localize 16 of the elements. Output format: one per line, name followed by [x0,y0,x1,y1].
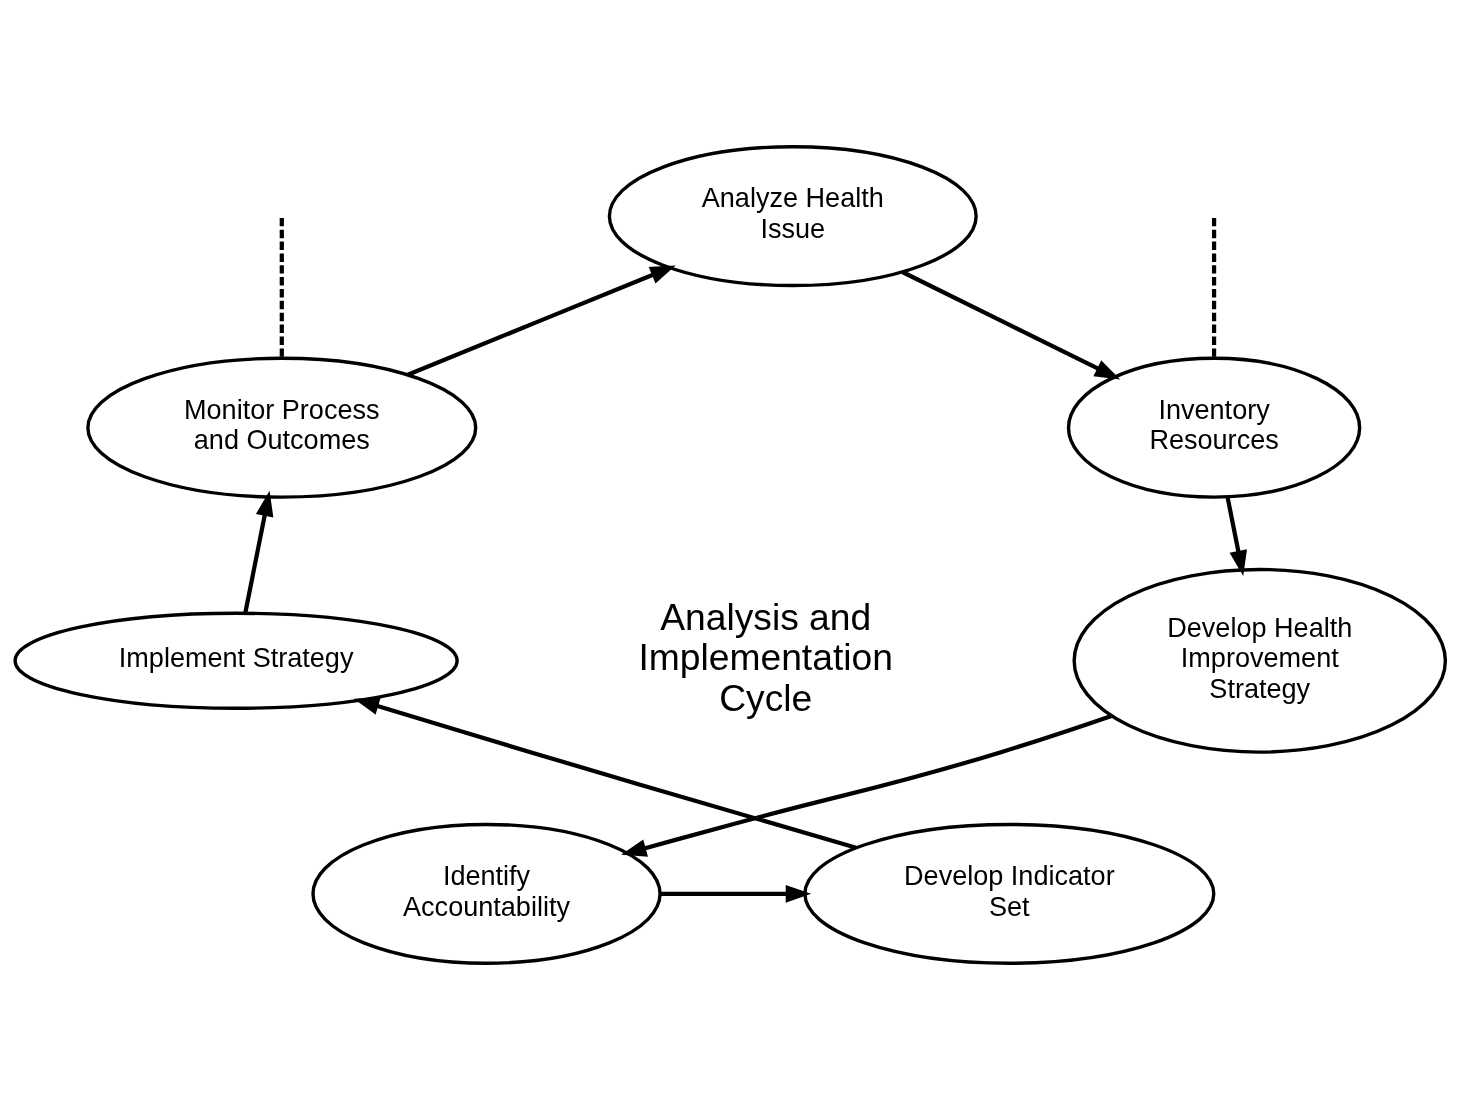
node-ellipse: Develop Indicator Set [803,822,1216,965]
arrow [660,884,812,903]
node-ellipse: Identify Accountability [311,822,662,965]
arrow [621,713,1113,857]
arrow [353,697,857,850]
arrow [901,269,1121,380]
node-ellipse: Implement Strategy [13,611,459,710]
arrow [1225,496,1248,576]
node-ellipse: Analyze Health Issue [607,144,978,287]
connector [279,217,284,358]
connector [1211,217,1217,358]
label: Analysis and Implementation Cycle [638,595,893,719]
arrow [406,265,676,377]
node-ellipse: Develop Health Improvement Strategy [1072,567,1448,754]
node-ellipse: Monitor Process and Outcomes [86,356,478,499]
arrow [243,490,274,613]
